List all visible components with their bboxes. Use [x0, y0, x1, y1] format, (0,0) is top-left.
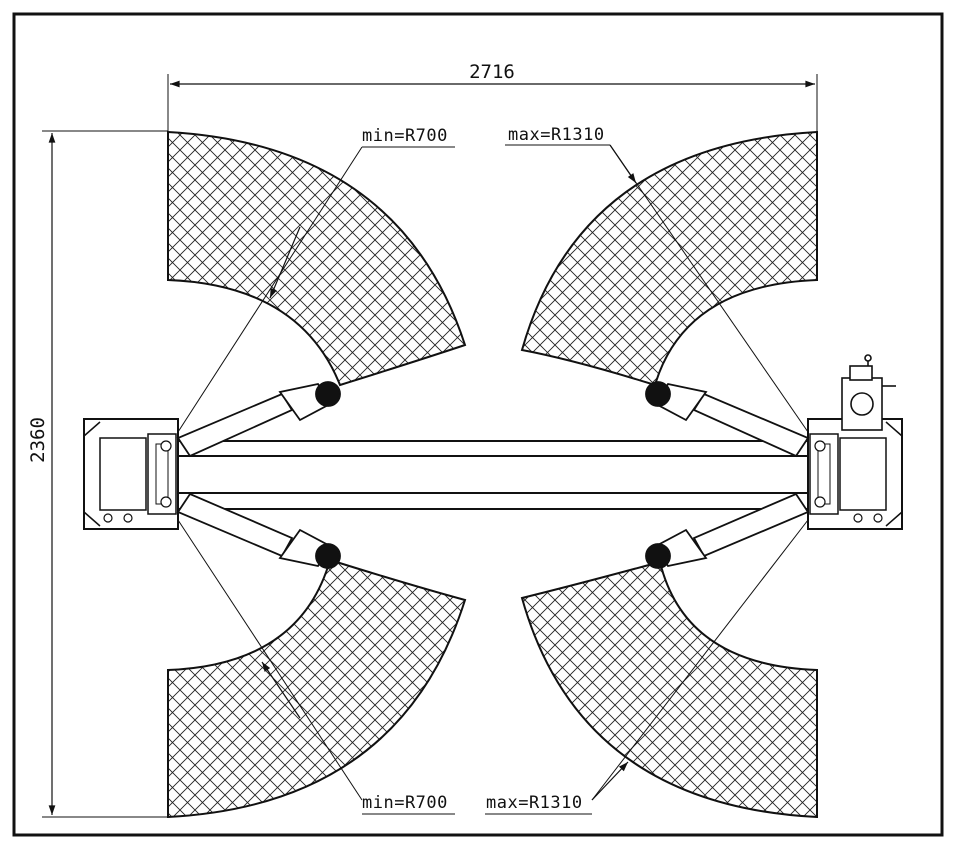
lift-pad: [645, 543, 671, 569]
swing-area-top-right: [520, 130, 818, 387]
annotation-bottom-left: min=R700: [362, 793, 448, 813]
post-right: [807, 418, 903, 530]
radius-lines: [177, 144, 809, 801]
height-dimension: 2360: [27, 130, 168, 818]
swing-area-top-left: [167, 130, 467, 387]
width-dimension-label: 2716: [469, 61, 515, 83]
power-unit: [841, 354, 896, 431]
swing-area-bottom-left: [167, 558, 467, 819]
crossbeam: [177, 440, 809, 510]
lift-pad: [645, 381, 671, 407]
annotation-top-left: min=R700: [362, 126, 448, 146]
lift-pad: [315, 543, 341, 569]
height-dimension-label: 2360: [27, 417, 49, 463]
annotation-leaders: [261, 144, 637, 815]
arm-bottom-right: [645, 492, 810, 569]
post-left: [83, 418, 179, 530]
arm-top-right: [645, 381, 810, 458]
drawing-frame: [12, 12, 944, 837]
width-dimension: 2716: [167, 61, 818, 132]
annotation-bottom-right: max=R1310: [486, 793, 583, 813]
swing-area-bottom-right: [520, 560, 818, 819]
annotation-top-right: max=R1310: [508, 125, 605, 145]
lift-pad: [315, 381, 341, 407]
arm-top-left: [176, 381, 341, 458]
arm-bottom-left: [176, 492, 341, 569]
